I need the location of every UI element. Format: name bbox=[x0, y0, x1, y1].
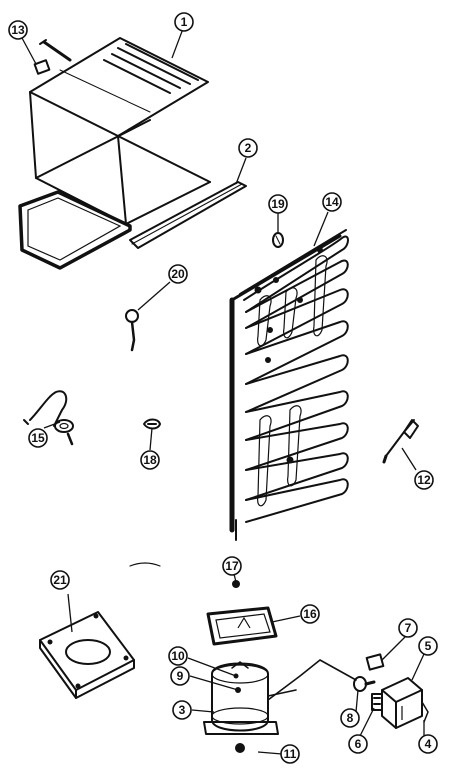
svg-text:10: 10 bbox=[171, 649, 185, 663]
svg-text:1: 1 bbox=[181, 15, 188, 29]
callout-21: 21 bbox=[50, 570, 70, 590]
base-plate-part bbox=[39, 611, 135, 699]
callout-8: 8 bbox=[340, 708, 360, 728]
callout-3: 3 bbox=[172, 700, 192, 720]
svg-text:20: 20 bbox=[171, 267, 185, 281]
drain-pan-part bbox=[206, 606, 278, 646]
callout-16: 16 bbox=[300, 604, 320, 624]
svg-text:14: 14 bbox=[325, 195, 339, 209]
callout-7: 7 bbox=[398, 618, 418, 638]
callout-10: 10 bbox=[168, 646, 188, 666]
svg-text:3: 3 bbox=[179, 703, 186, 717]
callout-14: 14 bbox=[322, 192, 342, 212]
callout-5: 5 bbox=[418, 636, 438, 656]
svg-text:11: 11 bbox=[284, 747, 297, 761]
grommet-part bbox=[272, 232, 284, 248]
panel-part bbox=[18, 37, 211, 270]
relay-part bbox=[353, 653, 429, 729]
compressor-part bbox=[203, 659, 357, 753]
callout-12: 12 bbox=[414, 470, 434, 490]
callout-11: 11 bbox=[280, 744, 300, 764]
harness-part bbox=[23, 390, 74, 446]
leader-lines bbox=[21, 25, 425, 755]
svg-text:2: 2 bbox=[245, 141, 252, 155]
svg-text:18: 18 bbox=[143, 453, 157, 467]
callout-6: 6 bbox=[348, 734, 368, 754]
callout-2: 2 bbox=[238, 138, 258, 158]
svg-text:16: 16 bbox=[303, 607, 317, 621]
coil-part bbox=[229, 229, 349, 541]
svg-text:6: 6 bbox=[355, 737, 362, 751]
svg-text:5: 5 bbox=[425, 639, 432, 653]
svg-text:21: 21 bbox=[53, 573, 67, 587]
svg-text:15: 15 bbox=[31, 431, 45, 445]
thermostat-part bbox=[125, 309, 139, 352]
svg-text:13: 13 bbox=[11, 23, 25, 37]
callout-9: 9 bbox=[170, 666, 190, 686]
probe-part bbox=[382, 419, 419, 464]
trim-strip-part bbox=[129, 181, 247, 249]
svg-text:8: 8 bbox=[347, 711, 354, 725]
svg-text:7: 7 bbox=[405, 621, 412, 635]
svg-text:4: 4 bbox=[425, 737, 432, 751]
bracket-part bbox=[33, 39, 72, 75]
callout-19: 19 bbox=[268, 194, 288, 214]
clip-part bbox=[143, 418, 161, 430]
fastener-part bbox=[232, 580, 240, 588]
callout-13: 13 bbox=[8, 20, 28, 40]
callout-4: 4 bbox=[418, 734, 438, 754]
svg-text:12: 12 bbox=[417, 473, 431, 487]
callout-17: 17 bbox=[222, 556, 242, 576]
callout-1: 1 bbox=[174, 12, 194, 32]
callout-18: 18 bbox=[140, 450, 160, 470]
svg-text:17: 17 bbox=[225, 559, 239, 573]
svg-text:19: 19 bbox=[271, 197, 285, 211]
callout-20: 20 bbox=[168, 264, 188, 284]
callout-15: 15 bbox=[28, 428, 48, 448]
svg-text:9: 9 bbox=[177, 669, 184, 683]
